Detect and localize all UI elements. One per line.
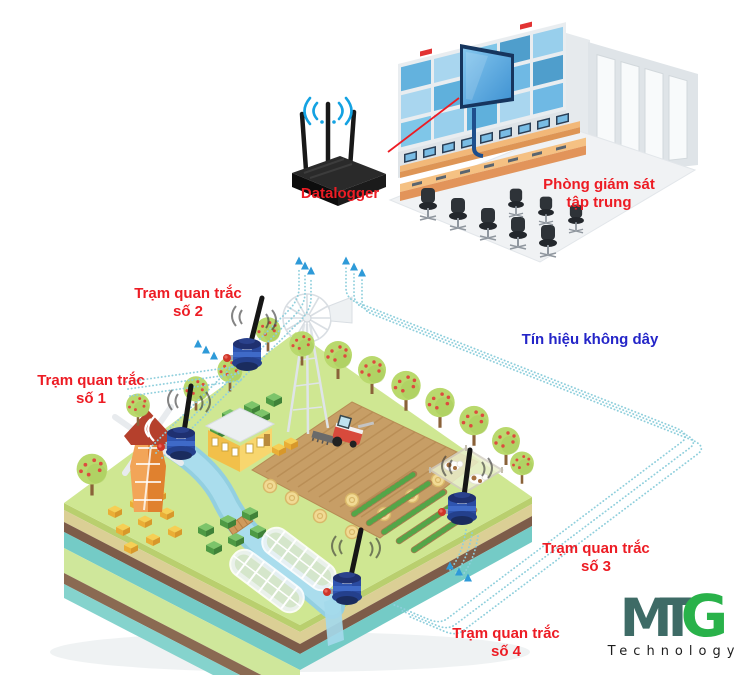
station-2-label: Trạm quan trắc số 2 — [134, 285, 242, 321]
logo-subtitle: Technology — [607, 644, 741, 659]
wireless-signal-label: Tín hiệu không dây — [521, 331, 659, 348]
station-4-label-line2: số 4 — [490, 643, 522, 660]
station-antenna — [461, 447, 473, 499]
windmill-signal-arcs — [144, 413, 158, 442]
signal-path-stations-34 — [345, 267, 687, 623]
control-room-label-line1: Phòng giám sát — [543, 176, 655, 193]
farmhouse-door — [264, 434, 270, 446]
farmhouse-windows — [211, 437, 265, 457]
harvester — [311, 414, 375, 448]
monitoring-station-3 — [438, 447, 493, 525]
room-floor — [388, 127, 697, 263]
datalogger-device — [292, 96, 386, 206]
station-2-label-line2: số 2 — [172, 303, 204, 320]
signal-path-stations-12 — [149, 267, 300, 449]
signal-path-station-3-hook — [448, 529, 467, 572]
station-antenna — [248, 295, 265, 345]
monitoring-station-4 — [323, 527, 381, 605]
station-antenna — [348, 527, 364, 579]
signal-arrows-control-room-left — [295, 256, 315, 275]
station-wifi-arcs — [167, 389, 211, 413]
station-wifi-arcs — [231, 305, 277, 331]
wifi-icon — [303, 96, 353, 126]
station-4-label: Trạm quan trắc số 4 — [452, 625, 560, 661]
logo-letter-t: T — [659, 588, 696, 649]
mtg-logo-letters: MTG — [598, 587, 750, 649]
datalogger-label: Datalogger — [300, 185, 380, 202]
station-3-label-line1: Trạm quan trắc — [542, 540, 650, 557]
router-antennas — [299, 101, 357, 173]
station-3-label-line2: số 3 — [580, 558, 612, 575]
cow-paddock — [428, 445, 504, 495]
station-1-label-line2: số 1 — [75, 390, 107, 407]
mtg-logo: MTG Technology — [598, 587, 750, 659]
windmill — [112, 404, 184, 512]
station-1-label-line1: Trạm quan trắc — [37, 372, 145, 389]
keyboards — [412, 145, 566, 187]
waterfall — [324, 596, 344, 646]
console-desk — [400, 112, 586, 201]
signal-paths — [125, 267, 703, 635]
control-room-label: Phòng giám sát tập trung — [543, 176, 655, 212]
greenhouse — [229, 548, 305, 614]
control-room — [388, 21, 698, 263]
station-wifi-arcs — [441, 455, 493, 479]
big-screen — [460, 44, 514, 109]
monitoring-station-1 — [157, 383, 211, 460]
logo-letter-g: G — [680, 582, 729, 650]
station-2-label-line1: Trạm quan trắc — [134, 285, 242, 302]
farmhouse — [204, 407, 276, 472]
screen-mount-pole — [472, 108, 484, 158]
station-4-label-line1: Trạm quan trắc — [452, 625, 560, 642]
station-3-label: Trạm quan trắc số 3 — [542, 540, 650, 576]
desk-monitors — [404, 112, 569, 164]
station-wifi-arcs — [331, 535, 381, 559]
farm-island — [50, 293, 536, 675]
signal-path-station-1-2-link — [125, 365, 241, 383]
vegetable-rows — [350, 470, 478, 554]
station-antenna — [181, 383, 194, 435]
control-room-label-line2: tập trung — [566, 194, 632, 211]
signal-arrows-station-2 — [194, 339, 218, 360]
river — [163, 435, 345, 646]
station-1-label: Trạm quan trắc số 1 — [37, 372, 145, 408]
monitoring-station-2 — [223, 295, 277, 371]
datalogger-connection-line — [387, 97, 460, 153]
logo-letter-m: M — [619, 588, 673, 649]
furrows — [265, 406, 468, 523]
greenhouse — [261, 526, 337, 592]
